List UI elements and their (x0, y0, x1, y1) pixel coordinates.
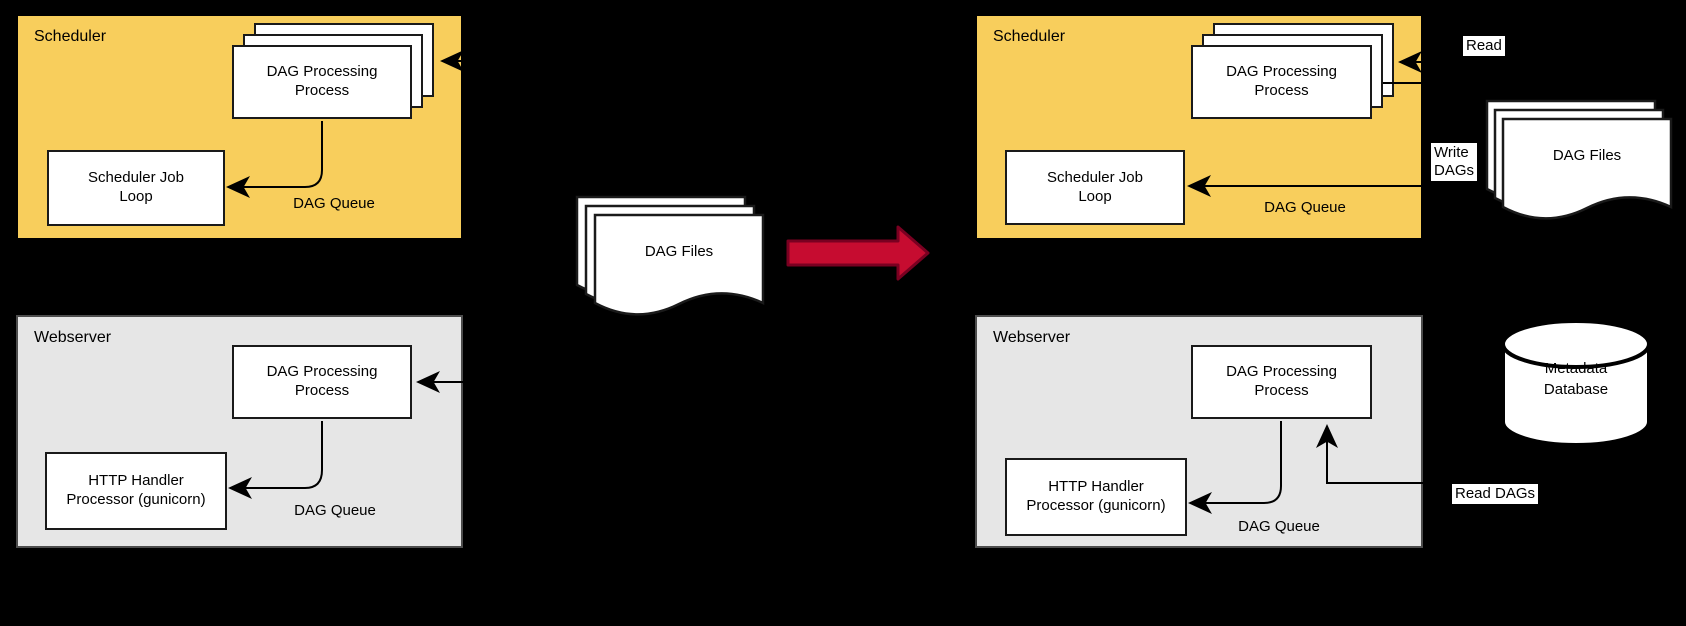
http-handler-box-right: HTTP Handler Processor (gunicorn) (1005, 458, 1187, 536)
http-handler-box-left: HTTP Handler Processor (gunicorn) (45, 452, 227, 530)
dag-queue-label-left-scheduler: DAG Queue (293, 195, 375, 212)
metadata-database-label: Metadata Database (1543, 360, 1609, 398)
scheduler-title-left: Scheduler (34, 28, 107, 45)
dag-processing-box-right-webserver: DAG Processing Process (1191, 345, 1372, 419)
write-dags-annotation: Write DAGs (1431, 143, 1478, 181)
dag-files-icon-right (1485, 99, 1673, 220)
dag-processing-box-left-webserver: DAG Processing Process (232, 345, 412, 419)
dag-files-icon-middle (575, 195, 765, 316)
dag-queue-label-right-scheduler: DAG Queue (1264, 199, 1346, 216)
scheduler-job-loop-box-left: Scheduler Job Loop (47, 150, 225, 226)
webserver-title-right: Webserver (993, 329, 1071, 346)
scheduler-job-loop-box-right: Scheduler Job Loop (1005, 150, 1185, 225)
dag-processing-box-left-scheduler: DAG Processing Process (232, 45, 412, 119)
transform-arrow-icon (786, 225, 930, 281)
dag-files-label-right: DAG Files (1552, 147, 1622, 164)
scheduler-title-right: Scheduler (993, 28, 1066, 45)
read-annotation: Read (1463, 36, 1505, 56)
database-icon (1501, 319, 1651, 447)
webserver-title-left: Webserver (34, 329, 112, 346)
dag-files-label-middle: DAG Files (644, 243, 714, 260)
dag-processing-box-right-scheduler: DAG Processing Process (1191, 45, 1372, 119)
dag-queue-label-left-webserver: DAG Queue (294, 502, 376, 519)
dag-queue-label-right-webserver: DAG Queue (1238, 518, 1320, 535)
read-dags-annotation: Read DAGs (1452, 484, 1539, 504)
